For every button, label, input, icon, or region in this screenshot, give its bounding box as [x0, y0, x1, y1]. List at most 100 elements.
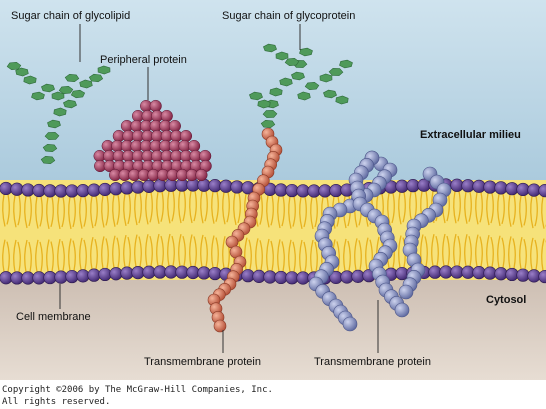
lipid-tail — [215, 237, 219, 268]
lipid-tail — [222, 236, 226, 269]
lipid-tail — [277, 195, 281, 229]
phospholipid-head — [76, 269, 90, 283]
transmembrane-protein-blue — [308, 150, 452, 332]
phospholipid-head — [538, 184, 546, 198]
lipid-tail — [244, 237, 248, 270]
phospholipid-head — [461, 179, 475, 193]
lipid-tail — [464, 234, 468, 267]
lipid-tail — [6, 241, 10, 272]
lipid-tail — [127, 236, 131, 268]
lipid-tail — [57, 196, 61, 230]
phospholipid-head — [32, 183, 46, 198]
sugar-unit — [47, 119, 61, 129]
lipid-tail — [270, 195, 274, 226]
cytosol-region — [0, 270, 546, 380]
lipid-tail — [512, 238, 516, 269]
lipid-tail — [68, 196, 72, 230]
lipid-tail — [200, 191, 204, 224]
label-cell-membrane: Cell membrane — [16, 311, 91, 323]
lipid-tail — [299, 196, 303, 230]
lipid-tail — [83, 196, 87, 227]
lipid-tail — [534, 195, 538, 227]
phospholipid-head — [241, 269, 255, 283]
lipid-tail — [299, 239, 303, 273]
blue-bead — [398, 284, 414, 300]
lipid-tail — [435, 235, 439, 267]
phospholipid-heads-outer — [0, 178, 546, 198]
phospholipid-head — [87, 268, 101, 282]
sugar-unit — [284, 57, 300, 67]
sugar-unit — [249, 91, 263, 101]
phospholipid-head — [329, 183, 343, 198]
lipid-tail — [50, 241, 54, 272]
phospholipid-head — [98, 182, 112, 197]
lipid-tail — [248, 239, 252, 270]
sugar-unit — [63, 99, 77, 109]
lipid-tail — [523, 195, 527, 226]
phospholipid-head — [109, 267, 123, 281]
lipid-tail — [391, 192, 395, 224]
sugar-unit — [291, 71, 305, 81]
lipid-tail — [90, 196, 94, 229]
lipid-tail — [35, 239, 39, 272]
lipid-tail — [2, 239, 6, 272]
copyright-line-2: All rights reserved. — [2, 397, 111, 407]
phospholipid-head — [153, 179, 167, 193]
lipid-tail — [354, 238, 358, 271]
lipid-tail — [292, 196, 296, 227]
phospholipid-head — [450, 178, 464, 192]
sugar-unit — [53, 107, 67, 117]
lipid-tail — [39, 196, 43, 227]
label-glycoprotein-sugar: Sugar chain of glycoprotein — [222, 10, 356, 22]
lipid-tail — [123, 193, 127, 227]
lipid-tail — [226, 192, 230, 223]
peripheral-bead — [160, 109, 173, 123]
sugar-unit — [88, 73, 104, 83]
lipid-tail — [28, 195, 32, 227]
lipid-tail — [508, 194, 512, 227]
phospholipid-head — [120, 266, 134, 280]
lipid-tail — [138, 192, 142, 224]
lipid-tail — [138, 236, 142, 267]
phospholipid-head — [395, 266, 409, 281]
lipid-tail — [204, 191, 208, 222]
phospholipid-head — [87, 183, 101, 197]
peripheral-bead — [195, 168, 208, 182]
lipid-tail — [61, 240, 65, 272]
lipid-tail — [398, 192, 402, 225]
phospholipid-head — [54, 270, 68, 284]
lipid-tail — [266, 195, 270, 228]
phospholipid-head — [197, 178, 211, 192]
lipid-tail — [490, 192, 494, 224]
lipid-tail — [182, 235, 186, 267]
phospholipid-head — [76, 184, 90, 198]
lipid-tail — [270, 240, 274, 272]
phospholipid-head — [197, 266, 211, 280]
lipid-tail — [189, 234, 193, 267]
phospholipid-head — [65, 269, 79, 284]
sugar-unit — [269, 87, 283, 97]
lipid-tail — [116, 194, 120, 225]
lipid-tail — [156, 233, 160, 267]
peripheral-bead — [179, 129, 193, 143]
sugar-unit — [64, 73, 80, 83]
lipid-tail — [486, 192, 490, 226]
lipid-tail — [79, 237, 83, 270]
sugar-unit — [304, 81, 320, 91]
lipid-tail — [94, 238, 98, 270]
lipid-tail — [13, 239, 17, 273]
lipid-tail — [303, 196, 307, 228]
lipid-tail — [490, 236, 494, 268]
phospholipid-head — [98, 267, 112, 282]
lipid-tail — [171, 191, 175, 222]
phospholipid-head — [43, 270, 57, 285]
lipid-tail — [116, 237, 120, 268]
lipid-tail — [94, 196, 98, 227]
sugar-unit — [97, 65, 111, 75]
sugar-unit — [275, 51, 289, 61]
lipid-tail — [453, 233, 457, 267]
lipid-tail — [167, 233, 171, 267]
lipid-tail — [288, 196, 292, 229]
sugar-unit — [319, 73, 333, 83]
phospholipid-head — [142, 179, 156, 193]
